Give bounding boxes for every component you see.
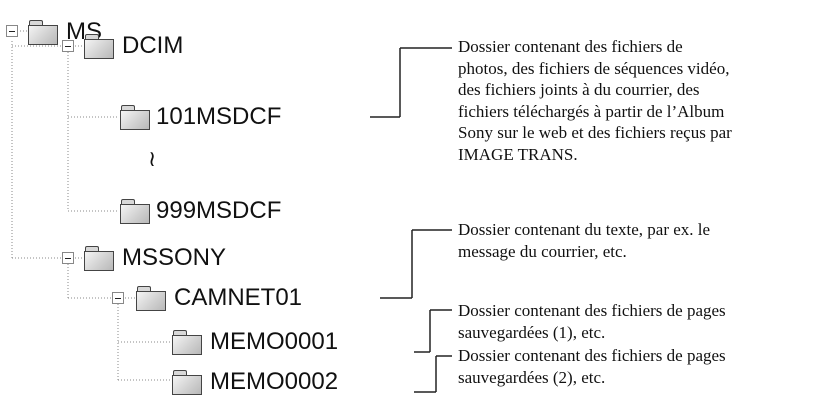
expand-collapse-toggle-ms[interactable]: [6, 25, 18, 37]
folder-icon: [28, 20, 58, 45]
annotation-line: Dossier contenant des fichiers de pages: [458, 346, 726, 365]
folder-label-mssony: MSSONY: [122, 244, 227, 271]
folder-icon: [84, 246, 114, 271]
folder-label-memo0002: MEMO0002: [210, 368, 339, 395]
annotation-line: Sony sur le web et des fichiers reçus pa…: [458, 123, 732, 142]
folder-icon: [84, 34, 114, 59]
annotation-dcim: Dossier contenant des fichiers de photos…: [458, 36, 732, 165]
annotation-line: Dossier contenant des fichiers de: [458, 37, 683, 56]
folder-icon: [120, 105, 150, 130]
folder-icon: [172, 330, 202, 355]
annotation-line: Dossier contenant des fichiers de pages: [458, 301, 726, 320]
folder-label-dcim: DCIM: [122, 32, 184, 59]
annotation-camnet01: Dossier contenant du texte, par ex. le m…: [458, 219, 710, 262]
annotation-line: photos, des fichiers de séquences vidéo,: [458, 58, 730, 78]
folder-label-camnet01: CAMNET01: [174, 284, 303, 311]
annotation-line: des fichiers joints à du courrier, des: [458, 80, 700, 99]
folder-icon: [172, 370, 202, 395]
expand-collapse-toggle-mssony[interactable]: [62, 252, 74, 264]
annotation-line: sauvegardées (1), etc.: [458, 322, 606, 342]
omission-mark: ≀: [148, 147, 157, 172]
annotation-line: message du courrier, etc.: [458, 241, 627, 261]
expand-collapse-toggle-camnet01[interactable]: [112, 292, 124, 304]
annotation-memo0001: Dossier contenant des fichiers de pages …: [458, 300, 726, 343]
folder-icon: [120, 199, 150, 224]
annotation-line: Dossier contenant du texte, par ex. le: [458, 220, 711, 239]
folder-label-999msdcf: 999MSDCF: [156, 197, 282, 224]
annotation-line: IMAGE TRANS.: [458, 144, 578, 164]
folder-icon: [136, 286, 166, 311]
folder-label-memo0001: MEMO0001: [210, 328, 339, 355]
folder-label-101msdcf: 101MSDCF: [156, 103, 282, 130]
annotation-memo0002: Dossier contenant des fichiers de pages …: [458, 345, 726, 388]
annotation-line: sauvegardées (2), etc.: [458, 367, 606, 387]
expand-collapse-toggle-dcim[interactable]: [62, 40, 74, 52]
annotation-line: fichiers téléchargés à partir de l’Album: [458, 101, 725, 121]
